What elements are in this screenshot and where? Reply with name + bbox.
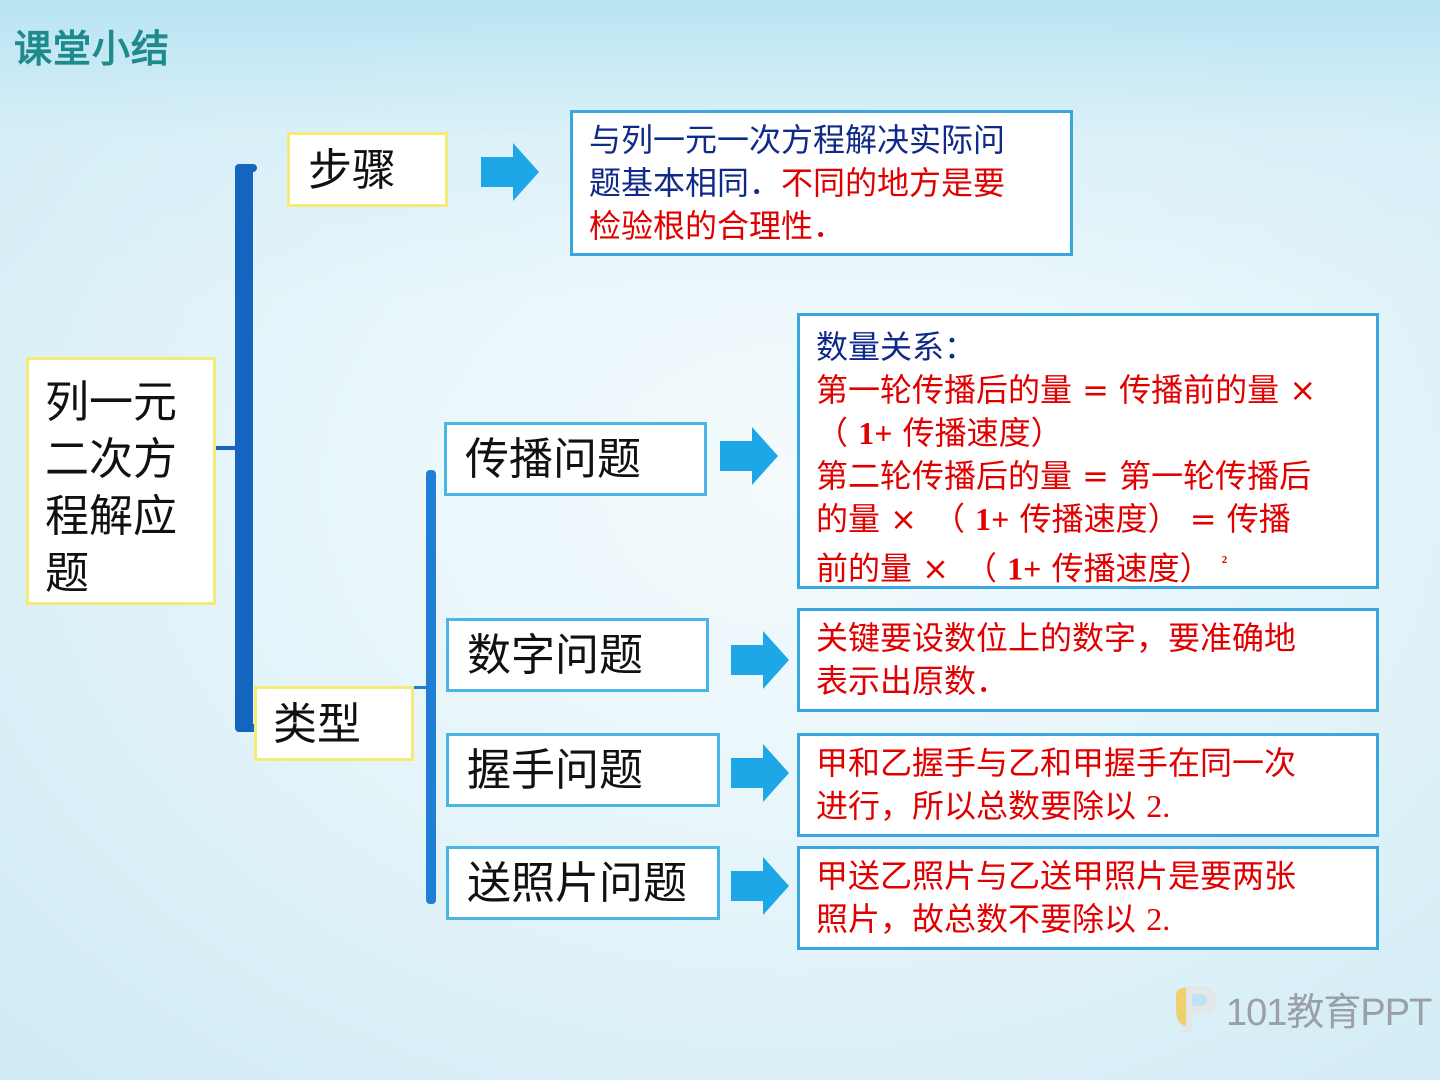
spread-l4a: 的量 × （ xyxy=(816,500,976,538)
root-line-1: 列一元 xyxy=(45,377,177,428)
spread-desc-heading: 数量关系： xyxy=(816,328,977,366)
root-line-2: 二次方 xyxy=(45,434,177,485)
type-item-photo-label: 送照片问题 xyxy=(467,858,687,909)
spread-l2a: （ xyxy=(816,414,859,452)
spread-desc-line-5: 前的量 × （ 1+ 传播速度） ² xyxy=(816,541,1376,591)
main-bracket-bottom xyxy=(235,724,257,732)
root-line-4: 题 xyxy=(45,548,89,599)
spread-desc-box: 数量关系： 第一轮传播后的量 = 传播前的量 × （ 1+ 传播速度） 第二轮传… xyxy=(797,313,1379,589)
photo-arrow-icon xyxy=(731,857,789,915)
spread-desc-line-3: 第二轮传播后的量 = 第一轮传播后 xyxy=(816,457,1312,495)
handshake-desc-box: 甲和乙握手与乙和甲握手在同一次 进行，所以总数要除以 2. xyxy=(797,733,1379,837)
photo-desc-line-1: 甲送乙照片与乙送甲照片是要两张 xyxy=(816,857,1297,895)
types-bracket-tick xyxy=(414,686,428,689)
types-bracket-bar xyxy=(426,470,436,904)
spread-arrow-icon xyxy=(720,427,778,485)
number-desc-line-1: 关键要设数位上的数字，要准确地 xyxy=(816,619,1297,657)
spread-l5d: ² xyxy=(1221,552,1228,572)
steps-box: 步骤 xyxy=(287,132,448,207)
steps-label: 步骤 xyxy=(308,145,396,196)
main-bracket-bar xyxy=(235,164,253,732)
number-desc-line-2: 表示出原数． xyxy=(816,662,1009,700)
spread-l4c: 传播速度） = 传播 xyxy=(1009,500,1291,538)
spread-l4b: 1+ xyxy=(975,501,1010,537)
spread-l5a: 前的量 × （ xyxy=(816,549,1008,588)
type-item-number: 数字问题 xyxy=(446,618,709,692)
number-desc-box: 关键要设数位上的数字，要准确地 表示出原数． xyxy=(797,608,1379,712)
spread-desc-line-2: （ 1+ 传播速度） xyxy=(816,412,1376,455)
spread-desc-line-4: 的量 × （ 1+ 传播速度） = 传播 xyxy=(816,498,1376,541)
main-bracket-top xyxy=(235,164,257,172)
spread-desc-line-1: 第一轮传播后的量 = 传播前的量 × xyxy=(816,371,1317,409)
type-item-spread: 传播问题 xyxy=(444,422,707,496)
root-line-3: 程解应 xyxy=(45,491,177,542)
spread-l2c: 传播速度） xyxy=(892,414,1063,452)
steps-desc-line-2a: 题基本相同． xyxy=(589,164,782,202)
main-bracket-tick xyxy=(216,446,238,450)
photo-l2b: 2. xyxy=(1146,901,1171,937)
root-box: 列一元 二次方 程解应 题 xyxy=(26,357,216,605)
spread-l5b: 1+ xyxy=(1007,550,1042,587)
type-item-spread-label: 传播问题 xyxy=(465,434,641,485)
handshake-desc-line-1: 甲和乙握手与乙和甲握手在同一次 xyxy=(816,744,1297,782)
steps-desc-line-2: 题基本相同．不同的地方是要 xyxy=(589,162,1070,205)
type-item-handshake: 握手问题 xyxy=(446,733,720,807)
type-item-photo: 送照片问题 xyxy=(446,846,720,920)
handshake-l2a: 进行，所以总数要除以 xyxy=(816,787,1147,825)
handshake-l2b: 2. xyxy=(1146,788,1171,824)
logo-text: 101教育PPT xyxy=(1226,991,1432,1034)
steps-desc-box: 与列一元一次方程解决实际问 题基本相同．不同的地方是要 检验根的合理性． xyxy=(570,110,1073,256)
type-item-handshake-label: 握手问题 xyxy=(467,745,643,796)
brand-logo: 101教育PPT xyxy=(1172,980,1432,1036)
handshake-arrow-icon xyxy=(731,744,789,802)
spread-l5c: 传播速度） xyxy=(1041,549,1222,588)
steps-arrow-icon xyxy=(481,143,539,201)
steps-desc-line-2b: 不同的地方是要 xyxy=(781,164,1006,202)
steps-desc-line-1: 与列一元一次方程解决实际问 xyxy=(589,121,1006,159)
types-box: 类型 xyxy=(254,686,414,761)
root-label: 列一元 二次方 程解应 题 xyxy=(45,374,213,602)
steps-desc-line-3: 检验根的合理性． xyxy=(589,207,846,245)
spread-l2b: 1+ xyxy=(858,415,893,451)
photo-desc-box: 甲送乙照片与乙送甲照片是要两张 照片，故总数不要除以 2. xyxy=(797,846,1379,950)
types-label: 类型 xyxy=(273,699,361,750)
logo-p-icon xyxy=(1176,986,1216,1032)
photo-desc-line-2: 照片，故总数不要除以 2. xyxy=(816,898,1376,941)
number-arrow-icon xyxy=(731,631,789,689)
slide-title: 课堂小结 xyxy=(14,27,171,71)
type-item-number-label: 数字问题 xyxy=(467,630,643,681)
handshake-desc-line-2: 进行，所以总数要除以 2. xyxy=(816,785,1376,828)
photo-l2a: 照片，故总数不要除以 xyxy=(816,900,1147,938)
